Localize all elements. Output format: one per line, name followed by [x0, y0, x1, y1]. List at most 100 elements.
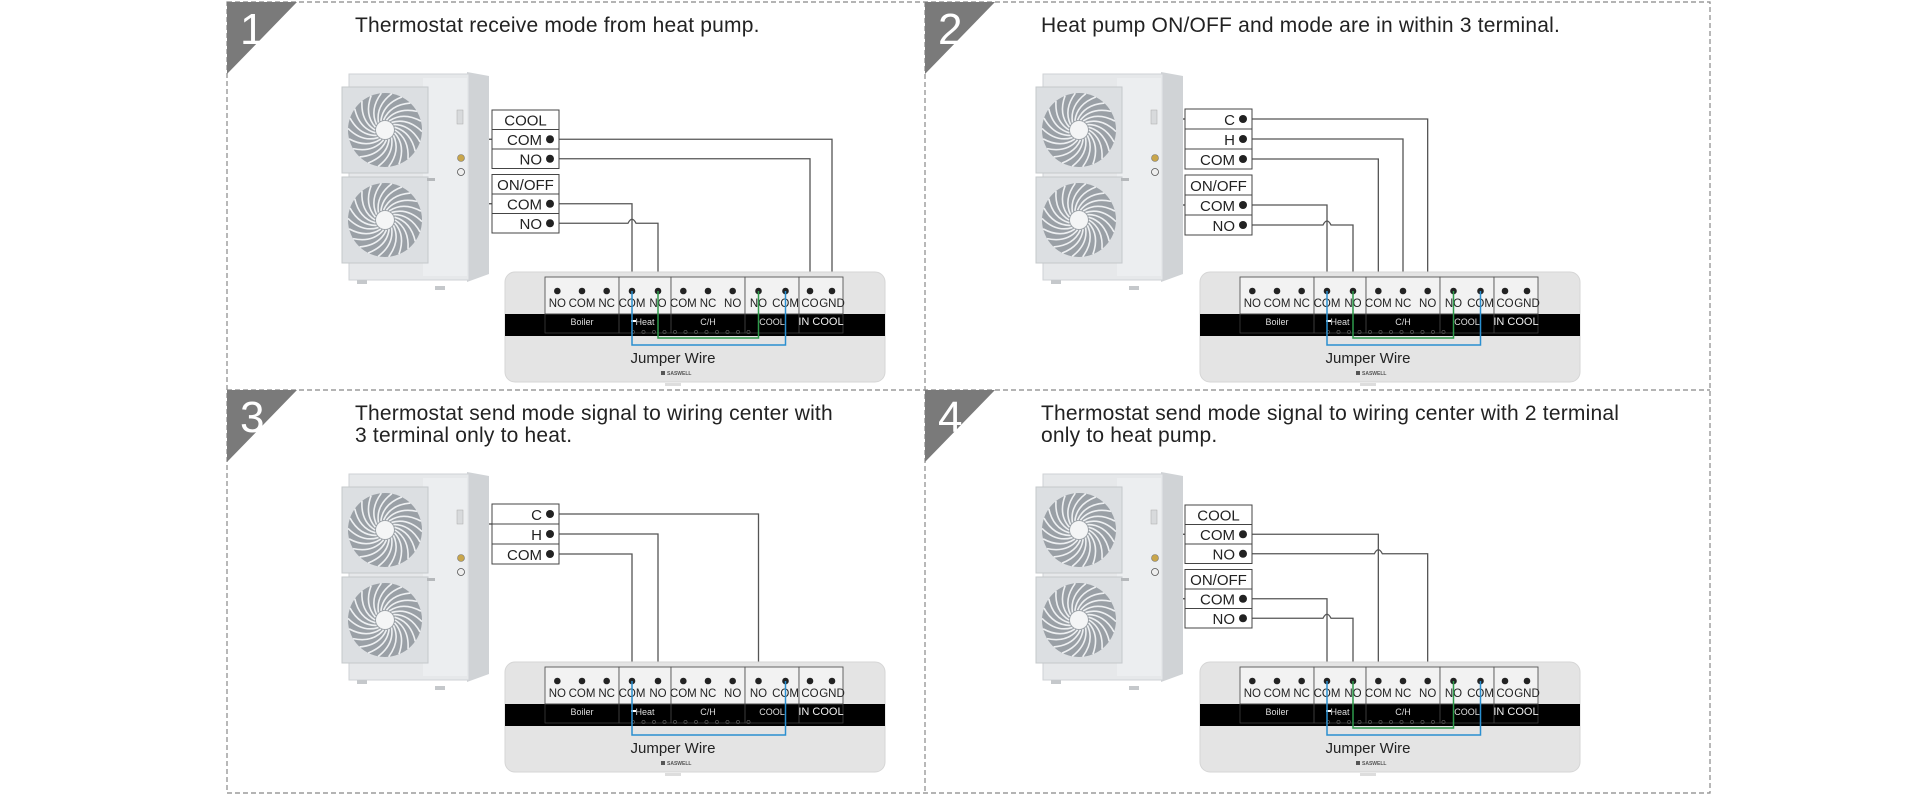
fan-blade-line — [1087, 523, 1115, 543]
fan-blade-line — [367, 95, 377, 128]
led-indicator — [1389, 330, 1393, 334]
fan-blade-line — [1082, 515, 1116, 522]
fan-blade-line — [377, 93, 393, 123]
heat-pump-image — [341, 472, 489, 690]
wiring-center-tab — [1360, 383, 1376, 386]
heat-pump-panel — [423, 78, 467, 276]
fan-blade-line — [385, 509, 418, 521]
fan-blade-line — [1061, 495, 1071, 528]
fan-blade-line — [394, 526, 417, 552]
terminal-screw-dot — [546, 199, 554, 208]
terminal-label: GND — [819, 298, 845, 310]
fan-blade-line — [377, 493, 393, 523]
upper-fan-icon — [1035, 86, 1123, 174]
fan-blade-line — [1043, 117, 1071, 137]
terminal-screw-dot — [729, 287, 736, 295]
terminal-group-label: Boiler — [1265, 707, 1288, 717]
fan-blade-line — [1046, 629, 1079, 641]
terminal-group-label: Boiler — [570, 317, 593, 327]
terminal-block-frame — [670, 666, 746, 705]
fan-blade-line — [1046, 229, 1079, 241]
terminal-screw-dot — [1239, 115, 1247, 123]
terminal-screw-dot — [554, 677, 561, 685]
fan-blade-line — [348, 628, 382, 635]
terminal-label: NO — [1419, 688, 1436, 700]
wire-onoff-com — [1252, 204, 1328, 277]
fan-blade-line — [382, 102, 411, 121]
terminal-block-frame — [544, 276, 620, 315]
fan-blade-line — [373, 182, 382, 215]
fan-blade-line — [1085, 120, 1117, 133]
terminal-label: NO — [520, 152, 543, 169]
step-number: 4 — [938, 393, 962, 442]
wire-onoff-no — [559, 218, 659, 277]
label-plate — [1150, 109, 1158, 125]
fan-blade-line — [1088, 216, 1111, 242]
terminal-label: GND — [1514, 298, 1540, 310]
fan-blade-line — [348, 138, 382, 145]
step-number-badge — [227, 390, 297, 462]
fan-blade-line — [391, 120, 423, 133]
fan-blade-line — [352, 629, 385, 641]
brand-logo-icon — [1356, 761, 1360, 765]
terminal-label: CO — [1496, 688, 1513, 700]
step-number: 2 — [938, 5, 962, 54]
led-indicator — [652, 330, 656, 334]
terminal-screw-dot — [1375, 677, 1382, 685]
terminal-label: NO — [549, 298, 566, 310]
fan-blade-line — [1082, 205, 1116, 212]
step-number: 1 — [240, 5, 264, 54]
power-led — [1326, 320, 1331, 322]
fan-blade-line — [1047, 108, 1070, 134]
fan-blade-line — [1055, 100, 1070, 131]
fan-blade-line — [391, 210, 423, 223]
terminal-label: NC — [700, 688, 717, 700]
fan-blade-line — [1067, 182, 1076, 215]
fan-blade-line — [394, 219, 409, 250]
terminal-label: CO — [801, 688, 818, 700]
terminal-row-cell — [1184, 608, 1253, 629]
heat-pump-panel — [1117, 78, 1161, 276]
fan-blade-line — [367, 228, 390, 254]
fan-blade-line — [1074, 186, 1097, 212]
fan-blade-line — [1082, 605, 1116, 612]
led-indicator — [1347, 330, 1351, 334]
terminal-block-frame — [1493, 276, 1539, 315]
fan-blade-line — [394, 129, 409, 160]
fan-blade-line — [1082, 115, 1116, 122]
fan-blade-line — [1087, 132, 1097, 165]
led-indicator — [1357, 330, 1362, 334]
led-indicator — [1368, 720, 1372, 724]
terminal-screw-dot — [1273, 677, 1281, 685]
terminal-header-label: ON/OFF — [1190, 572, 1247, 589]
led-indicator — [1378, 720, 1383, 724]
fan-blade-line — [367, 538, 390, 564]
pipe-connector-icon — [457, 554, 465, 562]
terminal-label: COM — [569, 298, 596, 310]
terminal-label: NO — [750, 688, 767, 700]
wire-onoff-no — [1252, 220, 1354, 277]
fan-blade-line — [367, 628, 390, 654]
terminal-screw-dot — [1249, 677, 1256, 685]
wiring-center-tab — [665, 773, 681, 776]
fan-blade-line — [380, 186, 403, 212]
wire-h — [559, 533, 659, 667]
terminal-label: COM — [1264, 298, 1291, 310]
fan-hub — [376, 521, 394, 539]
terminal-screw-dot — [1501, 677, 1509, 685]
terminal-group-label: Heat — [635, 707, 655, 717]
terminal-label: CO — [801, 298, 818, 310]
fan-blade-line — [361, 190, 376, 221]
step-title: only to heat pump. — [1041, 424, 1217, 447]
fan-hub — [1070, 611, 1088, 629]
pipe-connector-icon — [457, 154, 465, 162]
terminal-block-frame — [1313, 666, 1367, 705]
pipe-connector-icon — [1151, 154, 1159, 162]
power-led — [631, 710, 636, 712]
brand-logo-icon — [1356, 371, 1360, 375]
fan-blade-line — [1082, 135, 1091, 168]
fan-blade-line — [380, 586, 403, 612]
fan-blade-line — [367, 185, 377, 218]
